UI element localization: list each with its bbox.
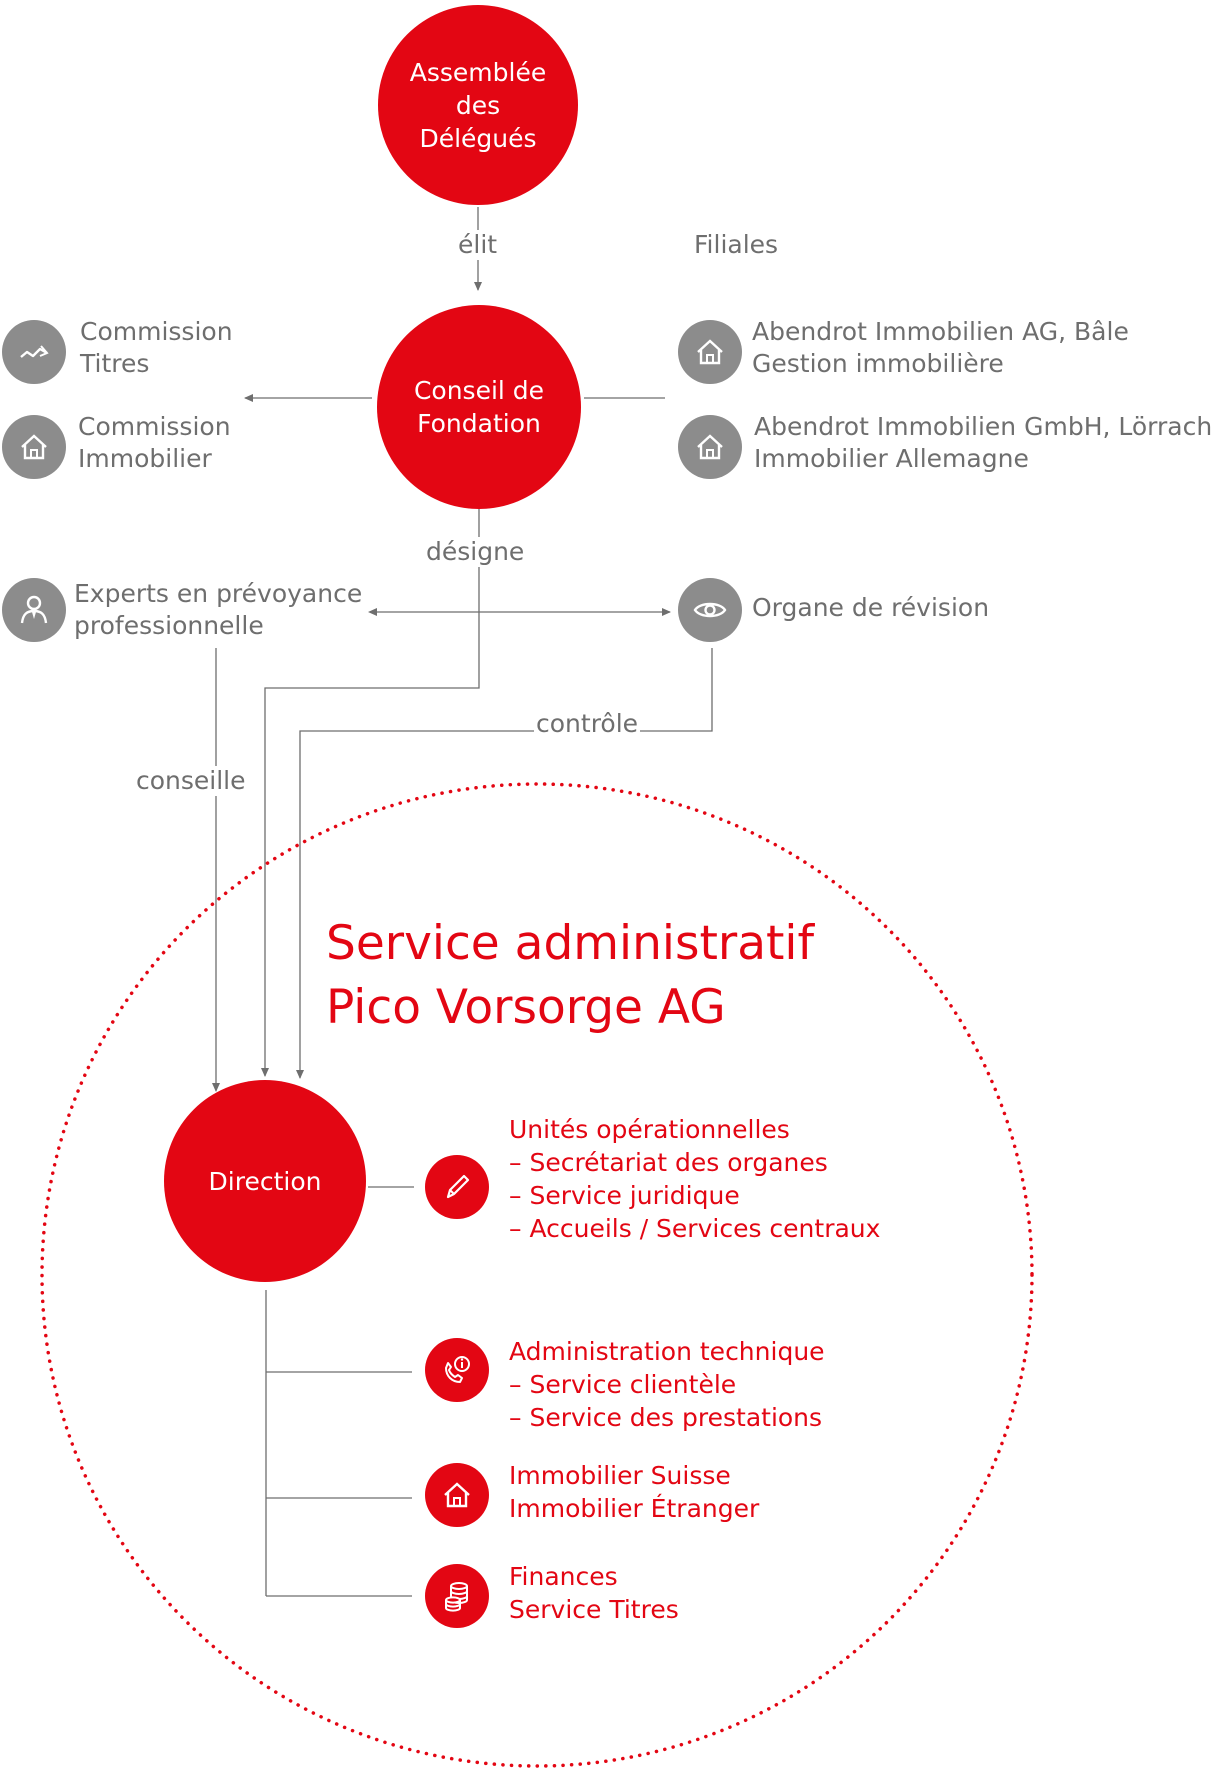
organe-revision-text: Organe de révision — [752, 593, 990, 622]
label-controle: contrôle — [534, 709, 641, 739]
label-elit: élit — [456, 230, 500, 260]
assemblee-line-2: des — [455, 90, 501, 120]
house-icon — [2, 415, 66, 479]
conseil-fondation-node: Conseil de Fondation — [377, 305, 581, 509]
coins-stack-icon — [425, 1564, 489, 1628]
assemblee-delegues-node: Assemblée des Délégués — [378, 5, 578, 205]
administration-technique-text: Administration technique– Service client… — [509, 1337, 825, 1432]
pencil-icon — [425, 1155, 489, 1219]
service-title: Service administratif Pico Vorsorge AG — [326, 916, 815, 1035]
advisor-person-icon — [2, 578, 66, 642]
house-icon — [678, 320, 742, 384]
house-icon — [678, 415, 742, 479]
trend-chart-icon — [2, 320, 66, 384]
assemblee-line-3: Délégués — [419, 123, 537, 153]
conseil-line-1: Conseil de — [413, 376, 545, 405]
eye-icon — [678, 578, 742, 642]
house-icon — [425, 1463, 489, 1527]
direction-node: Direction — [164, 1080, 366, 1282]
label-conseille: conseille — [134, 766, 248, 796]
unite-operationnelles-text: Unités opérationnelles– Secrétariat des … — [509, 1115, 881, 1243]
label-filiales: Filiales — [692, 230, 781, 260]
label-designe: désigne — [424, 537, 527, 567]
conseil-line-2: Fondation — [417, 409, 541, 438]
phone-info-icon — [425, 1338, 489, 1402]
assemblee-line-1: Assemblée — [409, 57, 547, 87]
